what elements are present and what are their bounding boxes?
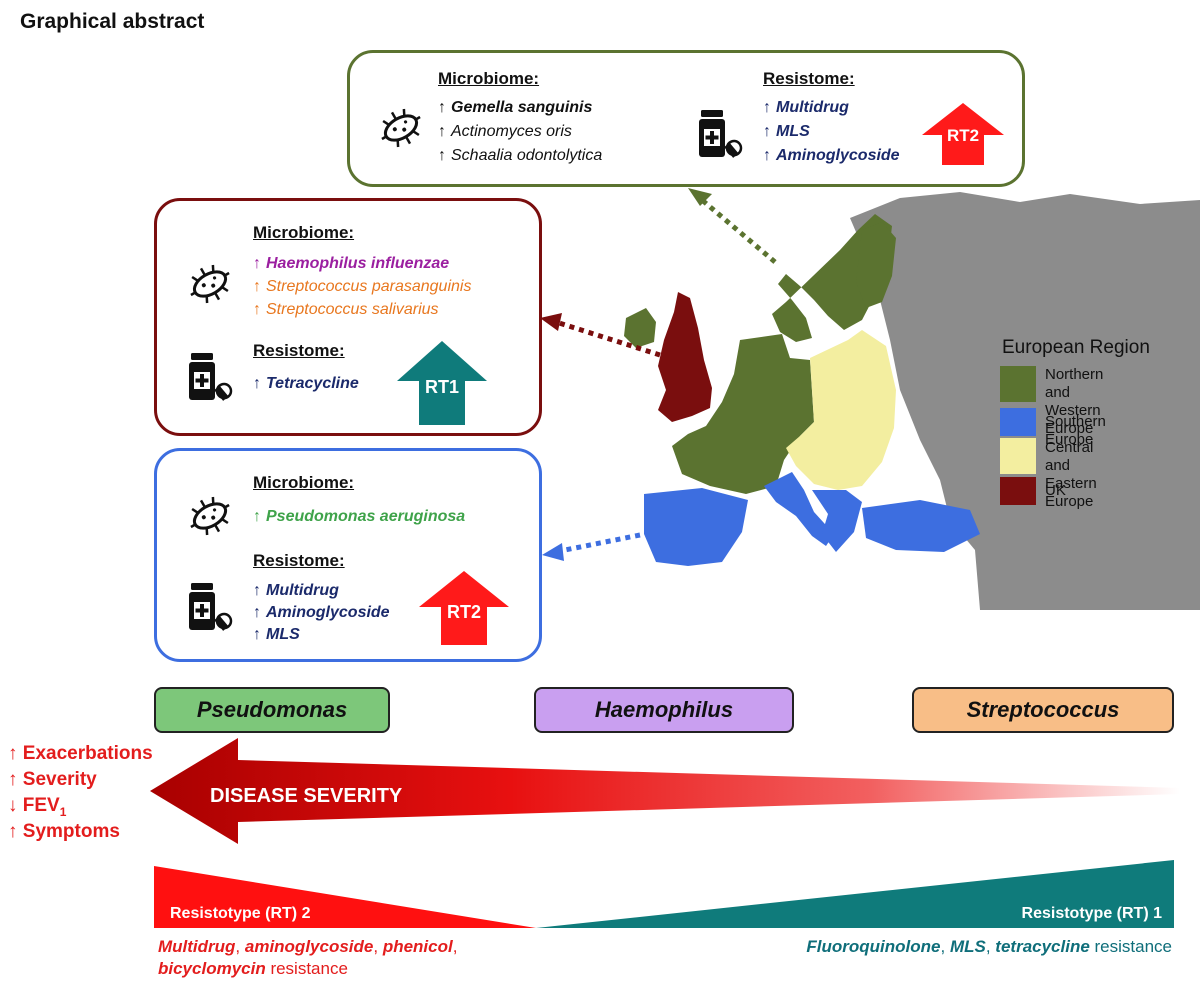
- outcome-severity: ↑ Severity: [8, 769, 97, 790]
- bacteria-icon: [190, 496, 230, 536]
- resistotype-wedges: Resistotype (RT) 2 Resistotype (RT) 1: [154, 860, 1174, 928]
- legend-swatch: [1000, 438, 1036, 474]
- legend-swatch: [1000, 366, 1036, 402]
- microbiome-header: Microbiome:: [253, 223, 355, 242]
- rt2-description: Multidrug, aminoglycoside, phenicol,bicy…: [158, 937, 458, 978]
- genus-pseudomonas: Pseudomonas: [154, 687, 390, 733]
- page-title: Graphical abstract: [20, 10, 205, 33]
- resistome-item: ↑MLS: [763, 123, 810, 140]
- genus-streptococcus: Streptococcus: [912, 687, 1174, 733]
- legend-swatch: [1000, 477, 1036, 505]
- rt1-badge-label: RT1: [425, 377, 459, 397]
- map-region-turkey: [862, 500, 980, 552]
- medicine-icon: [189, 583, 233, 631]
- resistome-item: ↑Multidrug: [253, 582, 339, 599]
- connector-top: [700, 198, 777, 264]
- map-region-central-east: [786, 330, 896, 490]
- disease-severity-label: DISEASE SEVERITY: [210, 785, 403, 807]
- map-region-uk: [658, 292, 712, 422]
- connector-uk-head: [540, 313, 562, 331]
- microbiome-item: ↑Haemophilus influenzae: [253, 255, 450, 272]
- bacteria-icon: [381, 108, 421, 148]
- resistome-item: ↑Multidrug: [763, 99, 849, 116]
- map-region-iberia: [644, 488, 748, 566]
- resistome-item: ↑Aminoglycoside: [253, 604, 390, 621]
- resistome-item: ↑Tetracycline: [253, 375, 359, 392]
- genus-haemophilus: Haemophilus: [534, 687, 794, 733]
- resistome-item: ↑Aminoglycoside: [763, 147, 900, 164]
- microbiome-item: ↑Schaalia odontolytica: [438, 147, 603, 164]
- connector-south-head: [542, 543, 564, 561]
- rt2-badge-label: RT2: [947, 126, 979, 145]
- outcome-exacerbations: ↑ Exacerbations: [8, 743, 153, 764]
- outcome-symptoms: ↑ Symptoms: [8, 821, 120, 842]
- disease-severity-arrow: DISEASE SEVERITY: [150, 738, 1180, 844]
- rt1-wedge-label: Resistotype (RT) 1: [1022, 905, 1163, 922]
- rt2-wedge-label: Resistotype (RT) 2: [170, 905, 311, 922]
- resistome-header: Resistome:: [763, 69, 855, 88]
- microbiome-item: ↑Gemella sanguinis: [438, 99, 593, 116]
- map-region-ireland: [624, 308, 656, 348]
- panel-south: Microbiome: ↑Pseudomonas aeruginosa Resi…: [154, 448, 542, 662]
- rt1-wedge: [536, 860, 1174, 928]
- rt1-description: Fluoroquinolone, MLS, tetracycline resis…: [806, 937, 1172, 956]
- connector-top-head: [688, 188, 712, 206]
- rt2-badge-arrow: RT2: [419, 571, 509, 645]
- connector-uk: [555, 319, 661, 358]
- outcome-fev: ↓ FEV1: [8, 795, 67, 819]
- resistome-header: Resistome:: [253, 551, 345, 570]
- bacteria-icon: [190, 264, 230, 304]
- map-region-west: [672, 334, 814, 494]
- microbiome-item: ↑Pseudomonas aeruginosa: [253, 508, 466, 525]
- microbiome-item: ↑Actinomyces oris: [438, 123, 572, 140]
- microbiome-header: Microbiome:: [253, 473, 355, 492]
- legend-swatch: [1000, 408, 1036, 436]
- rt2-badge-arrow: RT2: [922, 103, 1004, 165]
- panel-uk: Microbiome: ↑Haemophilus influenzae ↑Str…: [154, 198, 542, 436]
- resistome-item: ↑MLS: [253, 626, 300, 643]
- rt2-wedge: [154, 866, 536, 928]
- medicine-icon: [189, 353, 233, 401]
- panel-north-west: Microbiome: ↑Gemella sanguinis ↑Actinomy…: [347, 50, 1025, 187]
- connector-south: [559, 532, 641, 554]
- microbiome-item: ↑Streptococcus parasanguinis: [253, 278, 472, 295]
- rt1-badge-arrow: RT1: [397, 341, 487, 425]
- map-region-italy: [764, 472, 834, 546]
- resistome-header: Resistome:: [253, 341, 345, 360]
- map-region-finland: [856, 222, 896, 308]
- rt2-badge-label: RT2: [447, 602, 481, 622]
- legend-title: European Region: [1002, 337, 1150, 358]
- map-region-balkans: [812, 490, 862, 552]
- medicine-icon: [699, 110, 743, 158]
- microbiome-item: ↑Streptococcus salivarius: [253, 301, 439, 318]
- microbiome-header: Microbiome:: [438, 69, 540, 88]
